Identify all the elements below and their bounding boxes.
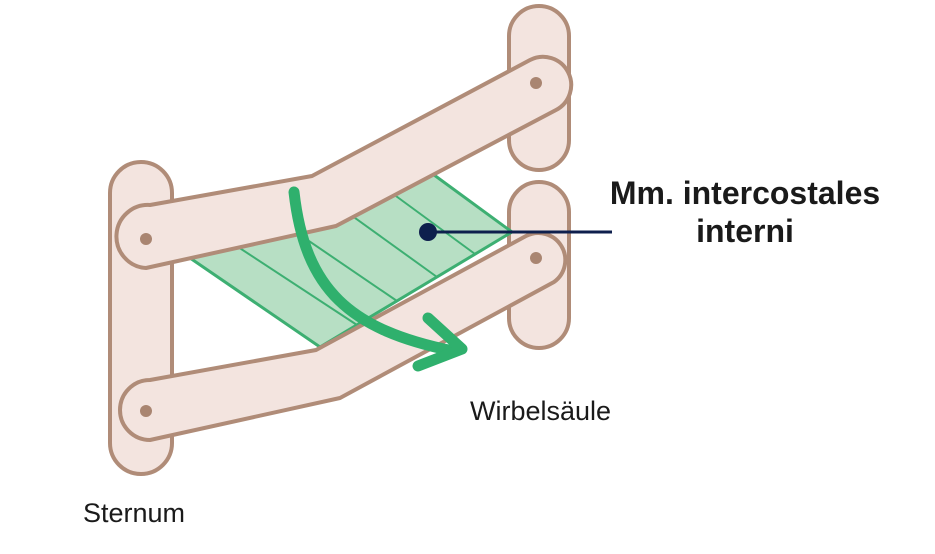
spine-label: Wirbelsäule — [470, 396, 612, 426]
direction-arrow-head — [412, 312, 468, 372]
joint-pin — [140, 233, 152, 245]
label-pointer-dot — [419, 223, 437, 241]
lower-rib — [118, 231, 568, 442]
muscle-label-line1: Mm. intercostales — [609, 175, 881, 211]
joint-pin — [530, 77, 542, 89]
muscle-label: Mm. intercostales interni — [580, 174, 910, 250]
upper-rib — [114, 54, 574, 270]
muscle-fiber — [231, 242, 358, 326]
joint-pin — [530, 252, 542, 264]
sternum-label: Sternum — [83, 498, 186, 528]
muscle-label-line2: interni — [696, 213, 794, 249]
muscle-fiber — [384, 187, 476, 255]
joint-pin — [140, 405, 152, 417]
direction-arrow-shaft — [288, 186, 459, 357]
